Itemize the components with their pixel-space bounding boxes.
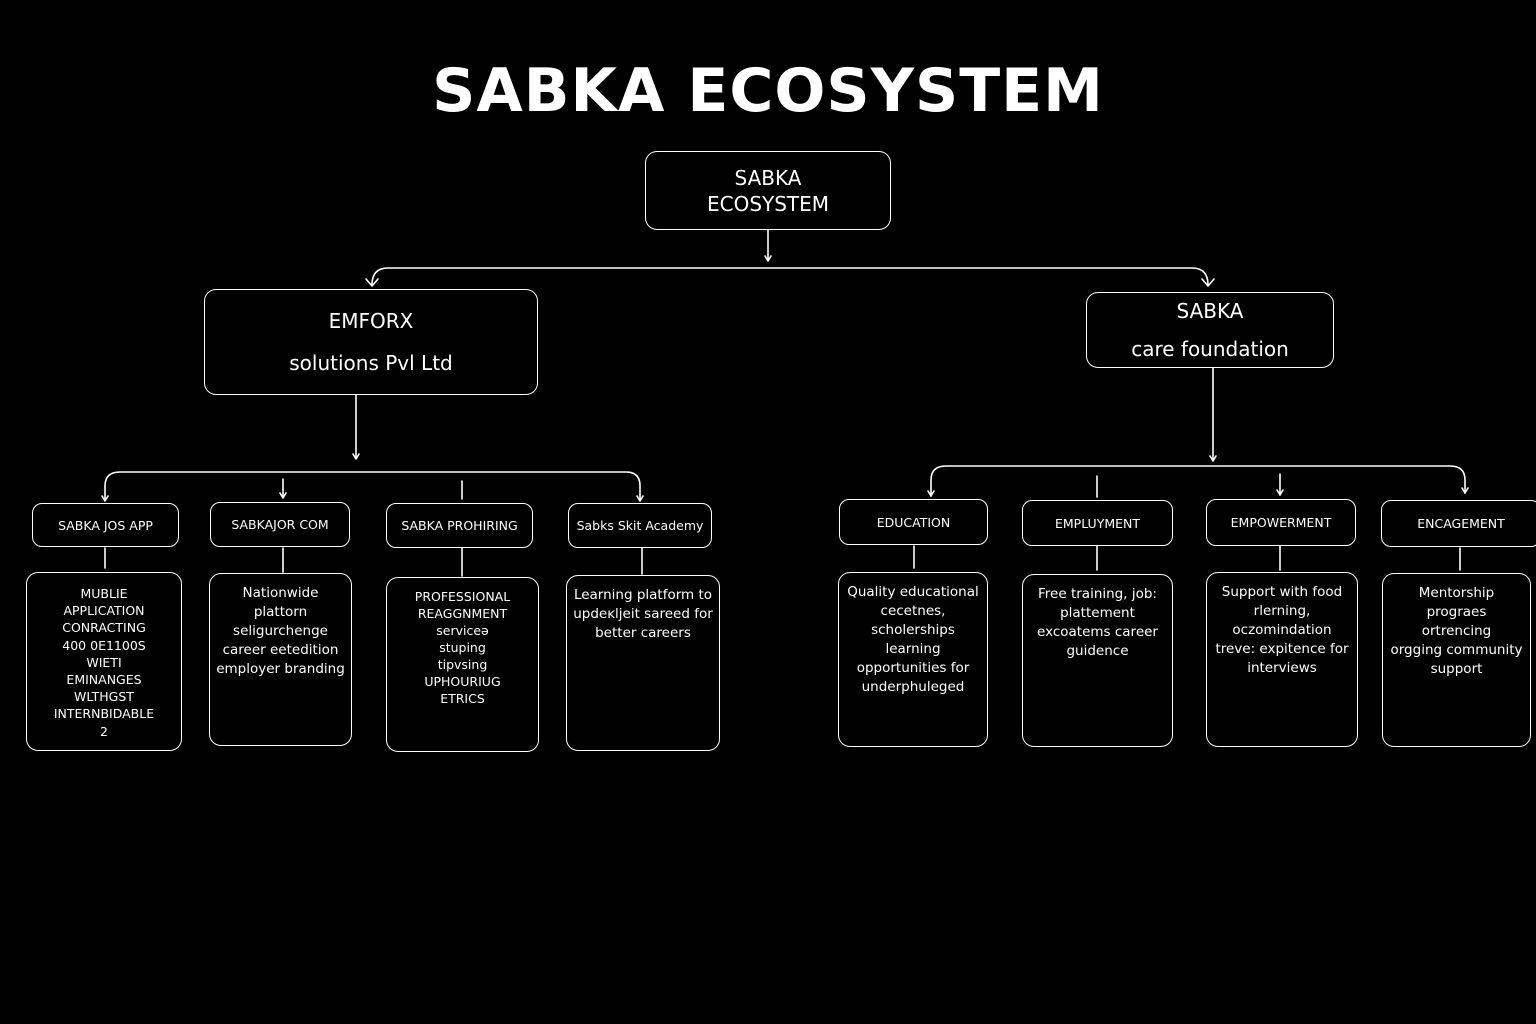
right-org-arrowhead [1209, 455, 1217, 462]
left-org-node: EMFORX solutions Pvl Ltd [204, 289, 538, 395]
desc-line: Quality educational [847, 584, 979, 600]
right-item-desc-2: Free training, job: plattement excoatems… [1022, 574, 1173, 747]
top-branch-bar [371, 267, 1209, 286]
left-item-label-4: Sabks Skit Academy [568, 503, 712, 548]
desc-line: scholerships [871, 622, 955, 638]
desc-line: better careers [595, 625, 691, 641]
right-item-label-3: EMPOWERMENT [1206, 499, 1356, 546]
right-branch-bar [930, 465, 1466, 497]
right-org-node: SABKA care foundation [1086, 292, 1334, 368]
left-item-desc-2: Nationwide plattorn seligurchenge career… [209, 573, 352, 746]
root-line-1: SABKA [734, 165, 802, 190]
right-arrow-3 [1276, 489, 1284, 496]
right-org-subtitle: care foundation [1131, 337, 1289, 361]
diagram-title: SABKA ECOSYSTEM [432, 56, 1104, 126]
desc-line: interviews [1247, 660, 1317, 676]
right-arrow-1 [927, 490, 935, 497]
desc-line: rlerning, [1253, 603, 1311, 619]
desc-line: Learning platform to [573, 587, 713, 603]
top-right-arrowhead [1201, 278, 1215, 287]
desc-line: ETRICS [440, 691, 485, 706]
desc-line: updeĸljeit sareed for [573, 606, 713, 622]
root-arrowhead [764, 255, 772, 262]
desc-line: WIETI [86, 654, 122, 670]
desc-line: PROFESSIONAL [414, 589, 511, 604]
desc-line: REAGGNMENT [417, 606, 508, 621]
desc-line: plattement [1060, 605, 1135, 621]
left-item-label-3: SABKA PROHIRING [386, 503, 533, 548]
desc-line: Free training, job: [1038, 586, 1157, 602]
left-item-label-1: SABKA JOS APP [32, 503, 179, 547]
desc-line: UPHOURIUG [424, 674, 501, 689]
desc-line: stuping [439, 640, 486, 655]
desc-line: opportunities for [856, 660, 970, 676]
desc-line: learning [885, 641, 941, 657]
desc-line: ortrencing [1421, 623, 1492, 639]
desc-line: cecetnes, [880, 603, 946, 619]
desc-line: 2 [100, 723, 108, 739]
root-line-2: ECOSYSTEM [706, 191, 830, 216]
desc-line: APPLICATION [63, 603, 145, 619]
desc-line: underphuleged [861, 679, 965, 695]
desc-line: MUBLIE [80, 586, 128, 601]
right-arrow-4 [1461, 487, 1469, 494]
top-left-arrowhead [365, 278, 379, 287]
left-item-desc-1: MUBLIE APPLICATION CONRACTING 400 0E1100… [26, 572, 182, 751]
right-item-label-1: EDUCATION [839, 499, 988, 545]
desc-line: Support with food [1221, 584, 1343, 600]
left-item-desc-3: PROFESSIONAL REAGGNMENT serviceə stuping… [386, 577, 539, 752]
left-org-name: EMFORX [328, 309, 414, 333]
desc-line: 400 0E1100S [62, 637, 146, 653]
left-item-label-2: SABKAJOR COM [210, 502, 350, 547]
desc-line: EMINANGES [66, 672, 142, 688]
left-item-desc-4: Learning platform to updeĸljeit sareed f… [566, 575, 720, 751]
desc-line: guidence [1066, 643, 1129, 659]
desc-line: CONRACTING [62, 620, 146, 636]
left-org-arrowhead [352, 453, 360, 460]
left-arrow-4 [636, 495, 644, 502]
left-arrow-2 [279, 492, 287, 499]
right-item-label-2: EMPLUYMENT [1022, 500, 1173, 546]
desc-line: oczomindation [1232, 622, 1332, 638]
desc-line: serviceə [436, 623, 489, 638]
desc-line: Mentorship [1418, 585, 1495, 601]
desc-line: seligurchenge [233, 623, 328, 639]
right-item-label-4: ENCAGEMENT [1381, 500, 1536, 547]
desc-line: career eetedition [222, 642, 339, 658]
desc-line: WLTHGST [74, 689, 134, 705]
left-org-subtitle: solutions Pvl Ltd [289, 351, 453, 375]
right-item-desc-4: Mentorship prograes ortrencing orgging c… [1382, 573, 1531, 747]
desc-line: orgging community [1390, 642, 1523, 658]
desc-line: support [1430, 661, 1483, 677]
desc-line: excoatems career [1037, 624, 1158, 640]
right-item-desc-1: Quality educational cecetnes, scholershi… [838, 572, 988, 747]
right-item-desc-3: Support with food rlerning, oczomindatio… [1206, 572, 1358, 747]
desc-line: prograes [1426, 604, 1487, 620]
desc-line: employer branding [216, 661, 345, 677]
desc-line: tipvsing [437, 657, 488, 672]
left-arrow-1 [101, 495, 109, 502]
desc-line: Nationwide plattorn [242, 585, 319, 620]
desc-line: treve: expitence for [1215, 641, 1349, 657]
desc-line: INTERNBIDABLE [53, 706, 155, 722]
right-org-name: SABKA [1176, 299, 1244, 323]
root-node: SABKA ECOSYSTEM [645, 151, 891, 230]
left-branch-bar [104, 471, 641, 501]
